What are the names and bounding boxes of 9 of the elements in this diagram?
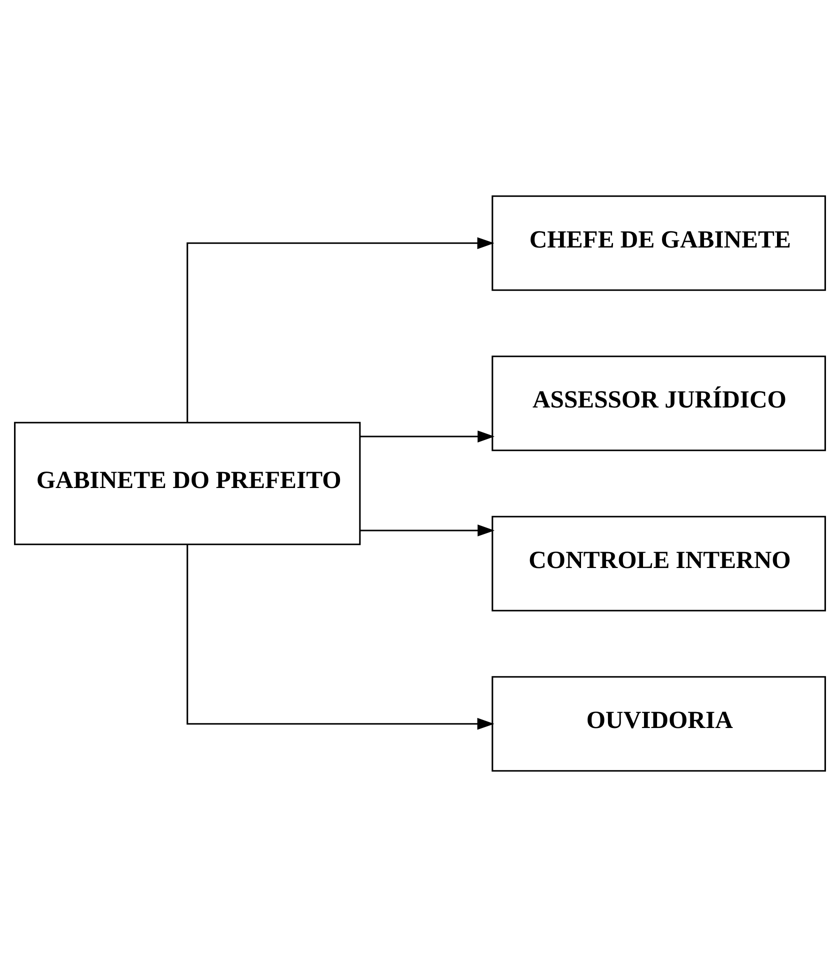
arrow: [360, 524, 495, 536]
arrow: [186, 236, 494, 422]
arrow: [360, 430, 495, 442]
arrow: [186, 544, 494, 730]
node-box: GABINETE DO PREFEITO: [14, 421, 361, 545]
node-box: CHEFE DE GABINETE: [492, 194, 826, 290]
node-box: OUVIDORIA: [492, 676, 826, 772]
node-box: ASSESSOR JURÍDICO: [492, 355, 826, 451]
node-box: CONTROLE INTERNO: [492, 515, 826, 611]
